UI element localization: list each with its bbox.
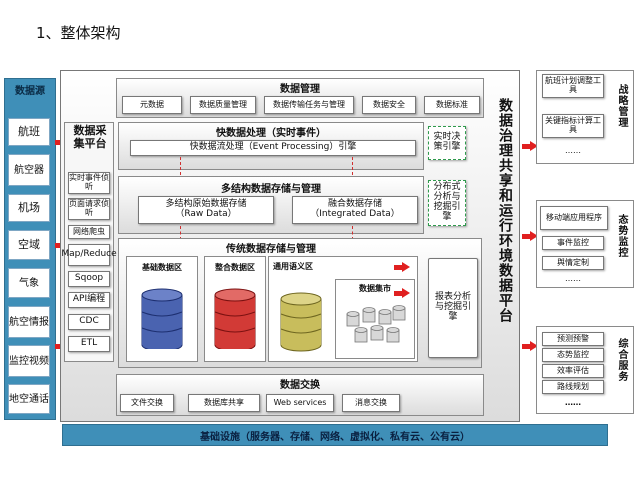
source-video: 监控视频 [8,345,50,377]
arrow-source-to-collection-3 [55,344,61,349]
exchange-db-share: 数据库共享 [188,394,260,412]
flow-line [180,226,181,240]
arrow-source-to-collection-1 [55,140,61,145]
arrow-head [530,231,538,241]
source-weather: 气象 [8,268,50,298]
exchange-webservices: Web services [266,394,334,412]
multi-structure-title: 多结构数据存储与管理 [221,184,321,195]
service-efficiency: 效率评估 [542,364,604,378]
service-ellipsis: …… [565,398,581,407]
situation-label: 态势监控 [616,214,627,258]
data-mart-cylinders-icon [346,305,406,343]
database-icon-olive [280,292,322,352]
collect-api: API编程 [68,292,110,308]
realtime-decision-engine: 实时决策引擎 [428,126,466,160]
situation-sentiment: 舆情定制 [542,256,604,270]
collect-crawler: 网络爬虫 [68,225,110,239]
collect-etl: ETL [68,336,110,352]
strategic-kpi-tool: 关键指标计算工具 [542,114,604,138]
source-airport: 机场 [8,194,50,222]
database-icon-red [214,288,256,349]
integrated-data-store: 融合数据存储 （Integrated Data） [292,196,418,224]
situation-ellipsis: …… [565,274,581,283]
raw-data-store: 多结构原始数据存储 （Raw Data） [138,196,274,224]
arrow-head [530,141,538,151]
mgmt-quality: 数据质量管理 [190,96,256,114]
service-situation-monitor: 态势监控 [542,348,604,362]
service-route-planning: 路线规划 [542,380,604,394]
service-label: 综合服务 [616,338,627,382]
arrow-head [530,341,538,351]
flow-line [352,226,353,240]
exchange-file: 文件交换 [120,394,174,412]
base-zone: 基础数据区 [126,256,198,362]
collection-title: 数据采集平台 [73,124,107,151]
flow-line [352,157,353,175]
source-aircraft: 航空器 [8,154,50,186]
source-aero-info: 航空情报 [8,306,50,338]
integration-zone-label: 整合数据区 [215,263,255,272]
data-management-title: 数据管理 [280,84,320,95]
mgmt-metadata: 元数据 [122,96,182,114]
arrow-to-strategic [522,144,530,149]
arrow-semantic-to-report [394,265,402,270]
source-ground-air-call: 地空通话 [8,384,50,414]
collect-mapreduce: Map/Reduce [61,244,117,266]
service-forecast: 预测预警 [542,332,604,346]
mgmt-transfer: 数据传输任务与管理 [264,96,354,114]
strategic-ellipsis: …… [565,146,581,155]
arrow-to-service [522,344,530,349]
data-source-title: 数据源 [15,86,45,97]
fast-engine: 快数据流处理（Event Processing）引擎 [130,140,416,156]
arrow-source-to-collection-2 [55,243,61,248]
exchange-message: 消息交换 [342,394,400,412]
arrow-head [402,288,410,298]
source-airspace: 空域 [8,230,50,260]
strategic-label: 战略管理 [616,84,627,128]
infrastructure-bar: 基础设施（服务器、存储、网络、虚拟化、私有云、公有云） [62,424,608,446]
situation-mobile-app: 移动端应用程序 [540,206,608,230]
collect-sqoop: Sqoop [68,271,110,287]
situation-event-monitor: 事件监控 [542,236,604,250]
base-zone-label: 基础数据区 [142,263,182,272]
data-exchange-title: 数据交换 [280,380,320,391]
mgmt-standard: 数据标准 [424,96,480,114]
distributed-analysis-engine: 分布式分析与挖掘引擎 [428,180,466,226]
database-icon-blue [141,288,183,349]
collect-cdc: CDC [68,314,110,330]
platform-title: 数据治理共享和运行环境数据平台 [497,98,513,323]
arrow-mart-to-report [394,291,402,296]
collect-realtime-event: 实时事件侦听 [68,172,110,194]
mgmt-security: 数据安全 [362,96,416,114]
arrow-to-situation [522,234,530,239]
traditional-title: 传统数据存储与管理 [226,244,316,255]
data-mart-label: 数据集市 [359,284,391,293]
source-flight: 航班 [8,118,50,146]
page-heading: 1、整体架构 [36,24,121,42]
semantic-zone-label: 通用语义区 [273,262,313,271]
fast-data-title: 快数据处理（实时事件） [216,128,326,139]
integration-zone: 整合数据区 [204,256,266,362]
report-analysis-engine: 报表分析与挖掘引擎 [428,258,478,358]
strategic-flight-plan-tool: 航班计划调整工具 [542,74,604,98]
arrow-head [402,262,410,272]
collect-page-request: 页面请求侦听 [68,198,110,220]
flow-line [180,157,181,175]
semantic-zone: 通用语义区 数据集市 [268,256,418,362]
